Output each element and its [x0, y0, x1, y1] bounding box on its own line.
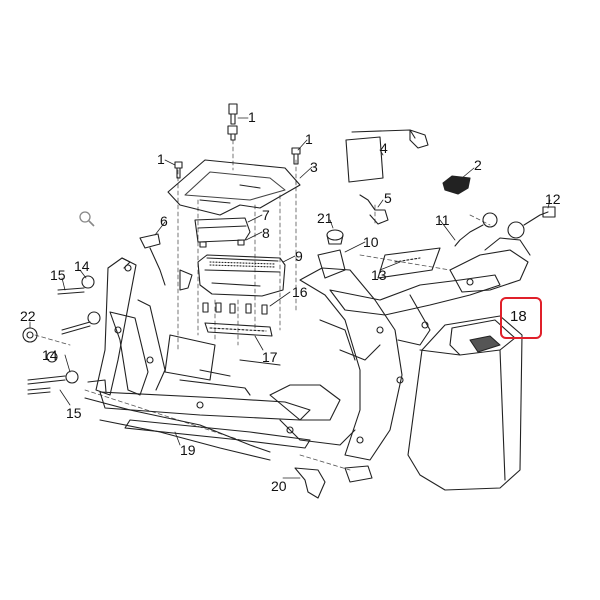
callout-5[interactable]: 5: [384, 190, 392, 206]
part-18-tank: [407, 315, 523, 491]
part-12-connector: [507, 206, 556, 239]
callout-4[interactable]: 4: [380, 140, 388, 156]
callout-leaders: [29, 117, 551, 479]
callout-20[interactable]: 20: [271, 478, 287, 494]
callout-13[interactable]: 13: [371, 267, 387, 283]
part-19-cable: [84, 397, 271, 461]
part-13-plate: [377, 247, 441, 279]
part-9-battery: [197, 254, 286, 297]
part-10-bracket: [317, 249, 346, 279]
callout-21[interactable]: 21: [317, 210, 333, 226]
part-6-bracket: [139, 233, 193, 291]
assembly-lines: [34, 139, 491, 471]
zoom-icon[interactable]: [78, 210, 96, 228]
part-16-screws: [202, 302, 268, 315]
callout-22[interactable]: 22: [20, 308, 36, 324]
callout-19[interactable]: 19: [180, 442, 196, 458]
callout-15[interactable]: 15: [66, 405, 82, 421]
part-7-bracket: [194, 217, 251, 248]
part-3-top-plate: [167, 159, 301, 216]
callout-14[interactable]: 14: [74, 258, 90, 274]
callout-6[interactable]: 6: [160, 213, 168, 229]
callout-18[interactable]: 18: [510, 308, 527, 325]
callout-7[interactable]: 7: [262, 207, 270, 223]
highlight-box: [500, 297, 542, 339]
callout-12[interactable]: 12: [545, 191, 561, 207]
part-1-bolts: [174, 103, 301, 179]
callout-17[interactable]: 17: [262, 349, 278, 365]
part-11-connector: [454, 212, 498, 247]
callout-16[interactable]: 16: [292, 284, 308, 300]
callout-2[interactable]: 2: [474, 157, 482, 173]
part-20-connector: [294, 465, 373, 499]
part-4-module: [345, 129, 429, 183]
callout-9[interactable]: 9: [295, 248, 303, 264]
part-15-bolts: [27, 287, 91, 395]
main-frame: [87, 237, 531, 461]
part-14-spacers: [46, 275, 101, 384]
callout-1[interactable]: 1: [305, 131, 313, 147]
callout-1[interactable]: 1: [157, 151, 165, 167]
callout-8[interactable]: 8: [262, 225, 270, 241]
callout-11[interactable]: 11: [435, 212, 450, 228]
callout-3[interactable]: 3: [310, 159, 318, 175]
part-21-grommet: [326, 229, 344, 245]
callout-10[interactable]: 10: [363, 234, 379, 250]
part-5-sensor: [359, 194, 389, 225]
part-2-clip: [442, 175, 471, 195]
callout-1[interactable]: 1: [248, 109, 256, 125]
callout-15[interactable]: 15: [50, 267, 66, 283]
callout-14[interactable]: 14: [42, 347, 58, 363]
part-17-strip: [204, 322, 273, 337]
